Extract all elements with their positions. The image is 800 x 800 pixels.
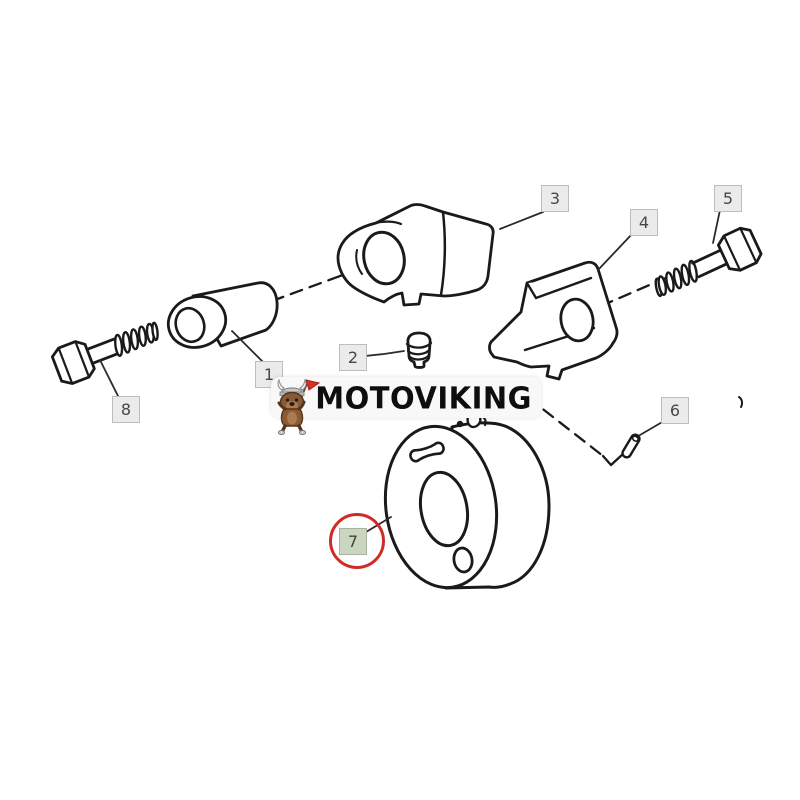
part-damper-wheel (383, 414, 551, 590)
callout-7-highlighted[interactable]: 7 (339, 528, 367, 555)
callout-8-label: 8 (120, 400, 132, 419)
wheel-top-detail (456, 414, 487, 429)
part-bushing (166, 281, 279, 349)
callout-4-label: 4 (638, 213, 650, 232)
callout-6[interactable]: 6 (661, 397, 689, 424)
part-hex-bolt-left (50, 321, 159, 385)
viking-dog-mascot-icon (277, 378, 321, 435)
callout-2-label: 2 (347, 348, 359, 367)
highlight-ring (329, 513, 385, 569)
watermark-banner: MOTOVIKING (271, 377, 541, 435)
callout-8[interactable]: 8 (112, 396, 140, 423)
callout-5[interactable]: 5 (714, 185, 742, 212)
callout-1-label: 1 (263, 365, 275, 384)
callout-5-label: 5 (722, 189, 734, 208)
callout-1[interactable]: 1 (255, 361, 283, 388)
callout-3[interactable]: 3 (541, 185, 569, 212)
part-pin (621, 433, 641, 459)
callout-7-label: 7 (347, 532, 359, 551)
callout-2[interactable]: 2 (339, 344, 367, 371)
part-set-screw (405, 331, 433, 369)
callout-3-label: 3 (549, 189, 561, 208)
callout-4[interactable]: 4 (630, 209, 658, 236)
callout-6-label: 6 (669, 401, 681, 420)
part-lower-clamp (488, 260, 619, 381)
stray-tick-mark (738, 396, 744, 408)
part-upper-clamp (336, 203, 495, 307)
part-hex-bolt-right (654, 226, 763, 298)
watermark-text: MOTOVIKING (315, 379, 532, 416)
